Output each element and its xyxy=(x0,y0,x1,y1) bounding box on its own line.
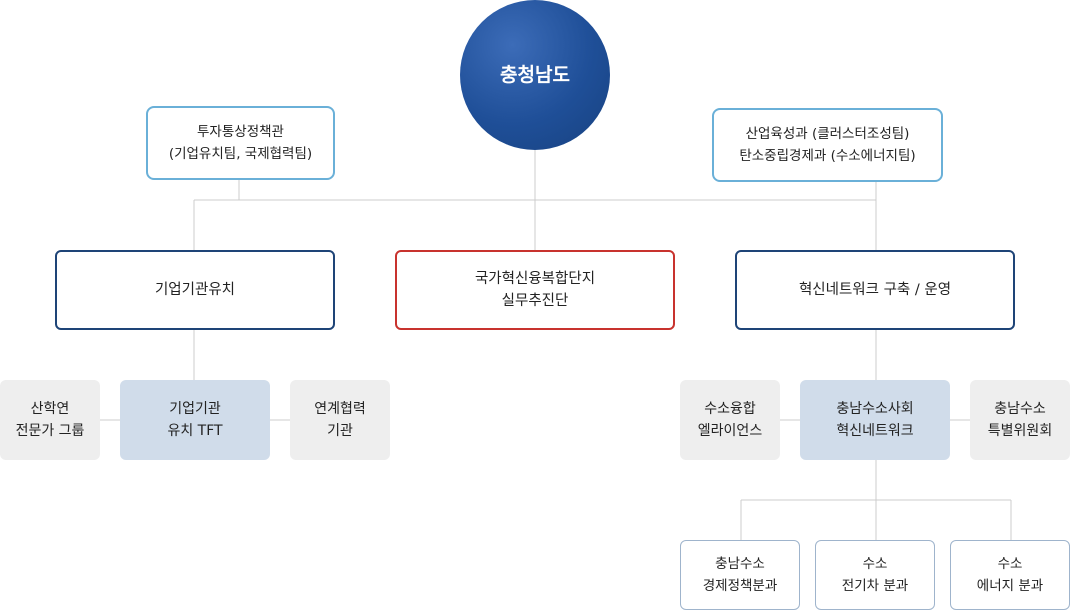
main-center-line1: 국가혁신융복합단지 xyxy=(474,271,596,287)
sub-group-b-line2: 전기차 분과 xyxy=(841,578,909,594)
right-group-c-line2: 특별위원회 xyxy=(987,423,1053,439)
right-group-a-line2: 엘라이언스 xyxy=(697,423,763,439)
advisor-left-title: 투자통상정책관 xyxy=(197,124,284,140)
main-right-box: 혁신네트워크 구축 / 운영 xyxy=(735,250,1015,330)
sub-group-c-line1: 수소 xyxy=(997,556,1023,572)
right-group-c-line1: 충남수소 xyxy=(994,401,1046,417)
sub-group-b-line1: 수소 xyxy=(862,556,888,572)
sub-group-a-box: 충남수소 경제정책분과 xyxy=(680,540,800,610)
right-group-a-box: 수소융합 엘라이언스 xyxy=(680,380,780,460)
advisor-left-box: 투자통상정책관 (기업유치팀, 국제협력팀) xyxy=(146,106,335,180)
main-left-label: 기업기관유치 xyxy=(154,282,236,298)
right-group-b-box: 충남수소사회 혁신네트워크 xyxy=(800,380,950,460)
left-group-b-line1: 기업기관 xyxy=(169,401,221,417)
advisor-left-teams: (기업유치팀, 국제협력팀) xyxy=(168,146,313,162)
main-left-box: 기업기관유치 xyxy=(55,250,335,330)
sub-group-c-line2: 에너지 분과 xyxy=(976,578,1044,594)
left-group-c-line2: 기관 xyxy=(327,423,353,439)
left-group-c-line1: 연계협력 xyxy=(314,401,366,417)
main-center-line2: 실무추진단 xyxy=(501,293,569,309)
left-group-c-box: 연계협력 기관 xyxy=(290,380,390,460)
right-group-c-box: 충남수소 특별위원회 xyxy=(970,380,1070,460)
root-label: 충청남도 xyxy=(500,64,570,86)
sub-group-a-line1: 충남수소 xyxy=(715,556,765,572)
main-center-box: 국가혁신융복합단지 실무추진단 xyxy=(395,250,675,330)
left-group-a-line2: 전문가 그룹 xyxy=(15,423,85,439)
main-right-label: 혁신네트워크 구축 / 운영 xyxy=(798,282,952,298)
advisor-right-line2: 탄소중립경제과 (수소에너지팀) xyxy=(739,148,916,164)
sub-group-c-box: 수소 에너지 분과 xyxy=(950,540,1070,610)
advisor-right-box: 산업육성과 (클러스터조성팀) 탄소중립경제과 (수소에너지팀) xyxy=(712,108,943,182)
advisor-right-line1: 산업육성과 (클러스터조성팀) xyxy=(745,126,910,142)
right-group-b-line2: 혁신네트워크 xyxy=(836,423,914,439)
sub-group-b-box: 수소 전기차 분과 xyxy=(815,540,935,610)
left-group-b-box: 기업기관 유치 TFT xyxy=(120,380,270,460)
sub-group-a-line2: 경제정책분과 xyxy=(702,578,778,594)
left-group-b-line2: 유치 TFT xyxy=(167,423,223,439)
right-group-b-line1: 충남수소사회 xyxy=(836,401,914,417)
left-group-a-line1: 산학연 xyxy=(30,401,70,417)
left-group-a-box: 산학연 전문가 그룹 xyxy=(0,380,100,460)
right-group-a-line1: 수소융합 xyxy=(704,401,756,417)
root-node: 충청남도 xyxy=(460,0,610,150)
